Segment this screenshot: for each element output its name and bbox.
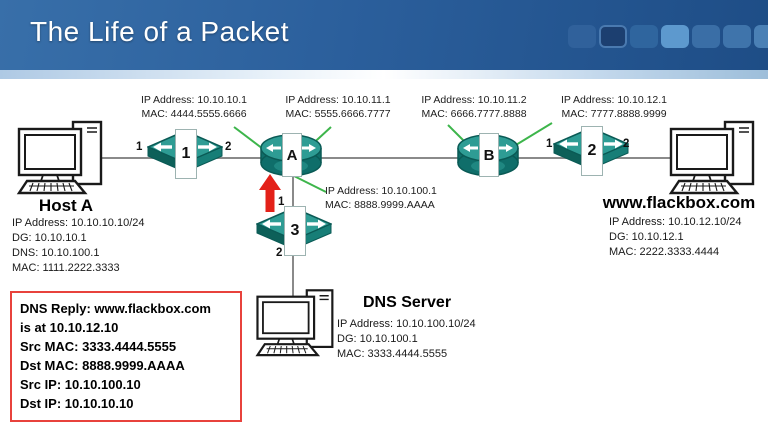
web-server-title: www.flackbox.com (602, 193, 756, 212)
switch-3-label: 3 (284, 206, 306, 256)
iface-ip: IP Address: 10.10.100.1 (325, 185, 437, 197)
deco-square (692, 25, 720, 48)
switch-2-label: 2 (581, 126, 603, 176)
web-server-mac: MAC: 2222.3333.4444 (609, 246, 720, 258)
iface-ip: IP Address: 10.10.11.1 (285, 94, 391, 106)
switch1-port-2: 2 (225, 141, 232, 153)
iface-ip: IP Address: 10.10.12.1 (560, 94, 668, 106)
switch-3-icon: 3 (256, 206, 332, 263)
switch-1-icon: 1 (147, 129, 223, 186)
iface-mac: MAC: 6666.7777.8888 (421, 108, 527, 120)
host-a-computer-icon (13, 119, 105, 201)
packet-line-1: DNS Reply: www.flackbox.com (20, 301, 211, 316)
dns-server-title: DNS Server (363, 294, 452, 311)
switch-2-icon: 2 (553, 126, 629, 183)
router-b-icon: B (457, 133, 519, 177)
deco-square (661, 25, 689, 48)
iface-ip: IP Address: 10.10.11.2 (421, 94, 527, 106)
slide-title: The Life of a Packet (30, 16, 290, 47)
switch3-port-2: 2 (276, 247, 283, 259)
deco-square (754, 25, 768, 48)
packet-line-2: is at 10.10.12.10 (20, 320, 119, 335)
router-a-label: A (282, 133, 302, 177)
host-a-mac: MAC: 1111.2222.3333 (12, 262, 120, 274)
pointer-line-routerA-bottom (293, 175, 327, 193)
router-b-label: B (479, 133, 499, 177)
host-a-details: IP Address: 10.10.10.10/24 DG: 10.10.10.… (12, 216, 145, 276)
packet-line-3: Src MAC: 3333.4444.5555 (20, 339, 177, 354)
deco-square (568, 25, 596, 48)
packet-line-5: Src IP: 10.10.100.10 (20, 377, 141, 392)
banner-decoration-squares (568, 25, 768, 48)
web-server-computer-icon (665, 119, 757, 201)
iface-label-sw1-routerA: IP Address: 10.10.10.1 MAC: 4444.5555.66… (124, 93, 264, 121)
packet-line-4: Dst MAC: 8888.9999.AAAA (20, 358, 185, 373)
iface-label-routerA-bottom: IP Address: 10.10.100.1 MAC: 8888.9999.A… (325, 184, 437, 212)
iface-label-routerB-right: IP Address: 10.10.12.1 MAC: 7777.8888.99… (544, 93, 684, 121)
iface-label-routerB-left: IP Address: 10.10.11.2 MAC: 6666.7777.88… (404, 93, 544, 121)
dns-reply-packet-box: DNS Reply: www.flackbox.com is at 10.10.… (10, 291, 242, 422)
dns-server-details: IP Address: 10.10.100.10/24 DG: 10.10.10… (337, 317, 476, 362)
host-a-dns: DNS: 10.10.100.1 (12, 247, 100, 259)
deco-square (630, 25, 658, 48)
iface-ip: IP Address: 10.10.10.1 (140, 94, 248, 106)
banner-bottom-edge (0, 70, 768, 79)
dns-server-computer-icon (252, 287, 336, 363)
deco-square (723, 25, 751, 48)
router-a-icon: A (260, 133, 322, 177)
switch2-port-2: 2 (623, 138, 630, 150)
dns-server-ip: IP Address: 10.10.100.10/24 (337, 318, 476, 330)
packet-line-6: Dst IP: 10.10.10.10 (20, 396, 134, 411)
iface-mac: MAC: 8888.9999.AAAA (325, 199, 435, 211)
switch-1-label: 1 (175, 129, 197, 179)
host-a-ip: IP Address: 10.10.10.10/24 (12, 217, 145, 229)
iface-mac: MAC: 7777.8888.9999 (561, 108, 667, 120)
switch1-port-1: 1 (136, 141, 143, 153)
host-a-title: Host A (38, 196, 94, 215)
web-server-ip: IP Address: 10.10.12.10/24 (609, 216, 742, 228)
iface-label-routerA-right: IP Address: 10.10.11.1 MAC: 5555.6666.77… (268, 93, 408, 121)
web-server-dg: DG: 10.10.12.1 (609, 231, 684, 243)
switch3-port-1: 1 (278, 196, 285, 208)
dns-server-dg: DG: 10.10.100.1 (337, 333, 418, 345)
host-a-dg: DG: 10.10.10.1 (12, 232, 87, 244)
deco-square (599, 25, 627, 48)
iface-mac: MAC: 5555.6666.7777 (285, 108, 391, 120)
web-server-details: IP Address: 10.10.12.10/24 DG: 10.10.12.… (609, 215, 742, 260)
dns-server-mac: MAC: 3333.4444.5555 (337, 348, 448, 360)
switch2-port-1: 1 (546, 138, 553, 150)
iface-mac: MAC: 4444.5555.6666 (141, 108, 247, 120)
